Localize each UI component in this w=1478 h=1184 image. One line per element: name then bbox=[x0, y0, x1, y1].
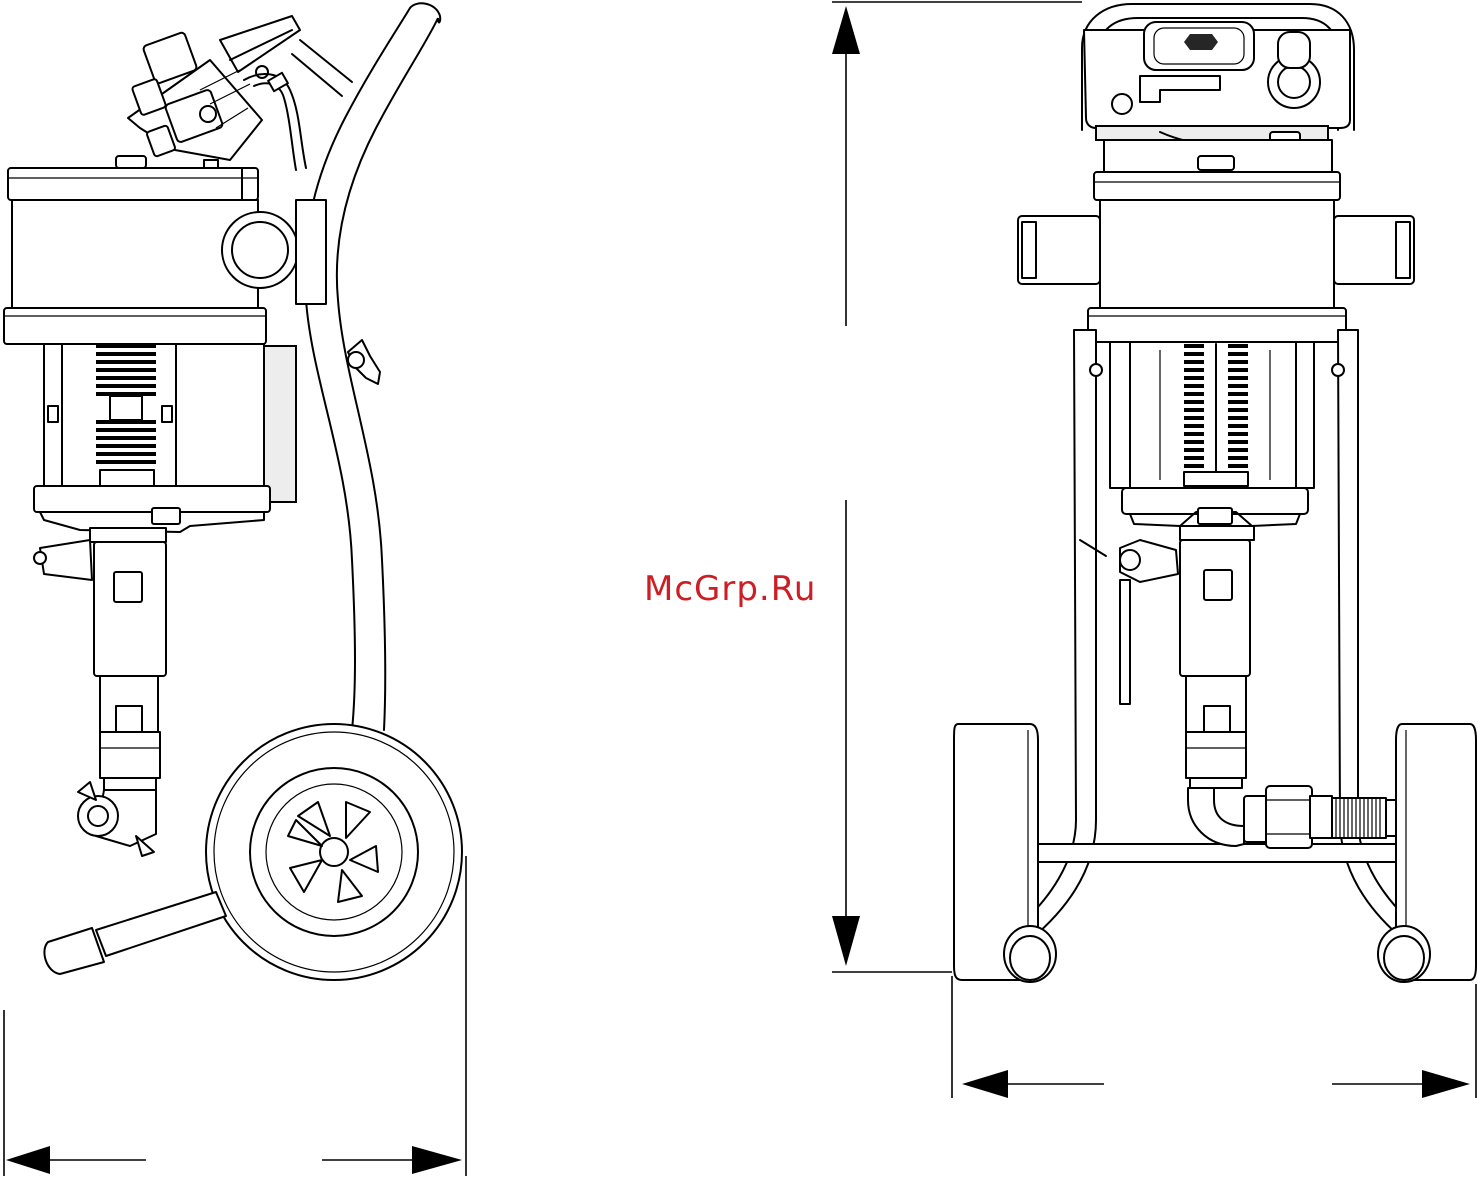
air-control-assembly bbox=[128, 16, 306, 170]
front-width-dimension bbox=[952, 976, 1476, 1098]
watermark-text: McGrp.Ru bbox=[644, 572, 816, 606]
side-air-motor bbox=[4, 156, 326, 344]
side-wheel bbox=[206, 724, 462, 980]
side-view bbox=[4, 3, 466, 1176]
front-displacement-pump bbox=[1080, 540, 1250, 788]
front-air-motor bbox=[1018, 140, 1414, 342]
front-view bbox=[832, 2, 1476, 1098]
front-control-panel bbox=[1084, 22, 1350, 154]
front-inlet-fitting bbox=[1188, 786, 1430, 848]
front-lower-housing bbox=[1122, 488, 1308, 540]
side-lower-housing bbox=[34, 486, 270, 542]
cart-handle bbox=[292, 3, 440, 730]
side-rear-foot bbox=[44, 892, 226, 974]
side-displacement-pump bbox=[34, 540, 166, 856]
front-tie-rods bbox=[1110, 342, 1314, 488]
side-tie-rods bbox=[44, 344, 296, 502]
